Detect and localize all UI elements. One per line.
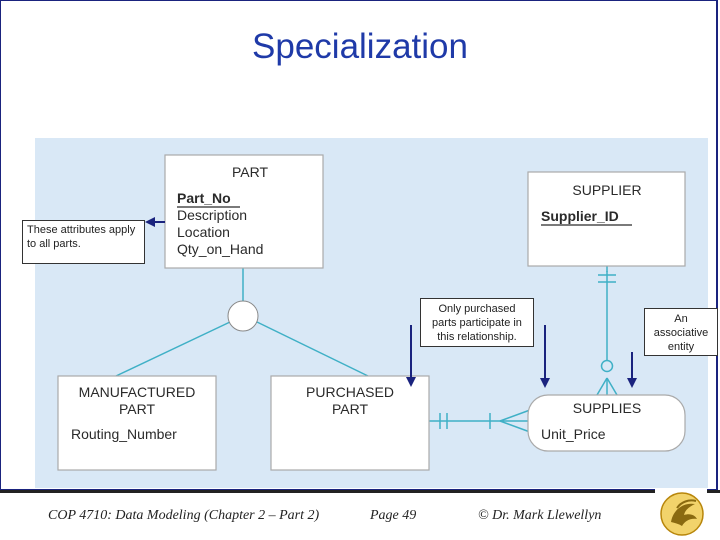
purchased-part-name-line1: PURCHASED <box>306 384 394 400</box>
supplies-entity-name: SUPPLIES <box>573 400 641 416</box>
associative-note-text: An associative entity <box>653 313 709 353</box>
footer-page: Page 49 <box>370 508 417 523</box>
location-attribute: Location <box>177 224 230 240</box>
participation-note-callout: Only purchased parts participate in this… <box>420 298 534 347</box>
manufactured-part-name-line1: MANUFACTURED <box>79 384 196 400</box>
part-no-attribute: Part_No <box>177 190 231 206</box>
routing-number-attribute: Routing_Number <box>71 426 177 442</box>
supplier-entity: SUPPLIER Supplier_ID <box>527 171 686 267</box>
supplies-crowfoot-lower <box>499 420 531 433</box>
part-entity-name: PART <box>232 164 268 180</box>
circle-to-purchased-line <box>256 321 369 377</box>
qty-on-hand-attribute: Qty_on_Hand <box>177 241 263 257</box>
unit-price-attribute: Unit_Price <box>541 426 606 442</box>
footer-course: COP 4710: Data Modeling (Chapter 2 – Par… <box>48 508 320 523</box>
subtype-discriminator-circle <box>227 300 259 332</box>
supplier-entity-name: SUPPLIER <box>572 182 641 198</box>
connector-lines <box>115 266 618 433</box>
manufactured-part-name-line2: PART <box>119 401 155 417</box>
footer-bar <box>0 490 720 540</box>
slide-frame <box>0 0 718 490</box>
footer-author: © Dr. Mark Llewellyn <box>478 508 602 523</box>
purchased-part-entity: PURCHASED PART <box>270 375 430 471</box>
supplies-associative-entity: SUPPLIES Unit_Price <box>527 394 686 452</box>
attributes-note-text: These attributes apply to all parts. <box>27 224 136 250</box>
participation-note-text: Only purchased parts participate in this… <box>432 303 522 343</box>
manufactured-part-entity: MANUFACTURED PART Routing_Number <box>57 375 217 471</box>
ucf-pegasus-logo <box>655 488 707 538</box>
supplies-optional-circle <box>600 359 614 373</box>
slide-title: Specialization <box>252 27 468 66</box>
description-attribute: Description <box>177 207 247 223</box>
part-entity: PART Part_No Description Location Qty_on… <box>164 154 324 269</box>
purchased-part-name-line2: PART <box>332 401 368 417</box>
circle-to-manufactured-line <box>115 321 231 377</box>
supplier-id-attribute: Supplier_ID <box>541 208 619 224</box>
supplies-crowfoot-upper <box>499 409 531 422</box>
associative-note-callout: An associative entity <box>644 308 718 356</box>
supplies-crowfoot-right <box>606 377 618 396</box>
supplies-crowfoot-left <box>596 377 608 396</box>
attributes-note-callout: These attributes apply to all parts. <box>22 220 145 264</box>
